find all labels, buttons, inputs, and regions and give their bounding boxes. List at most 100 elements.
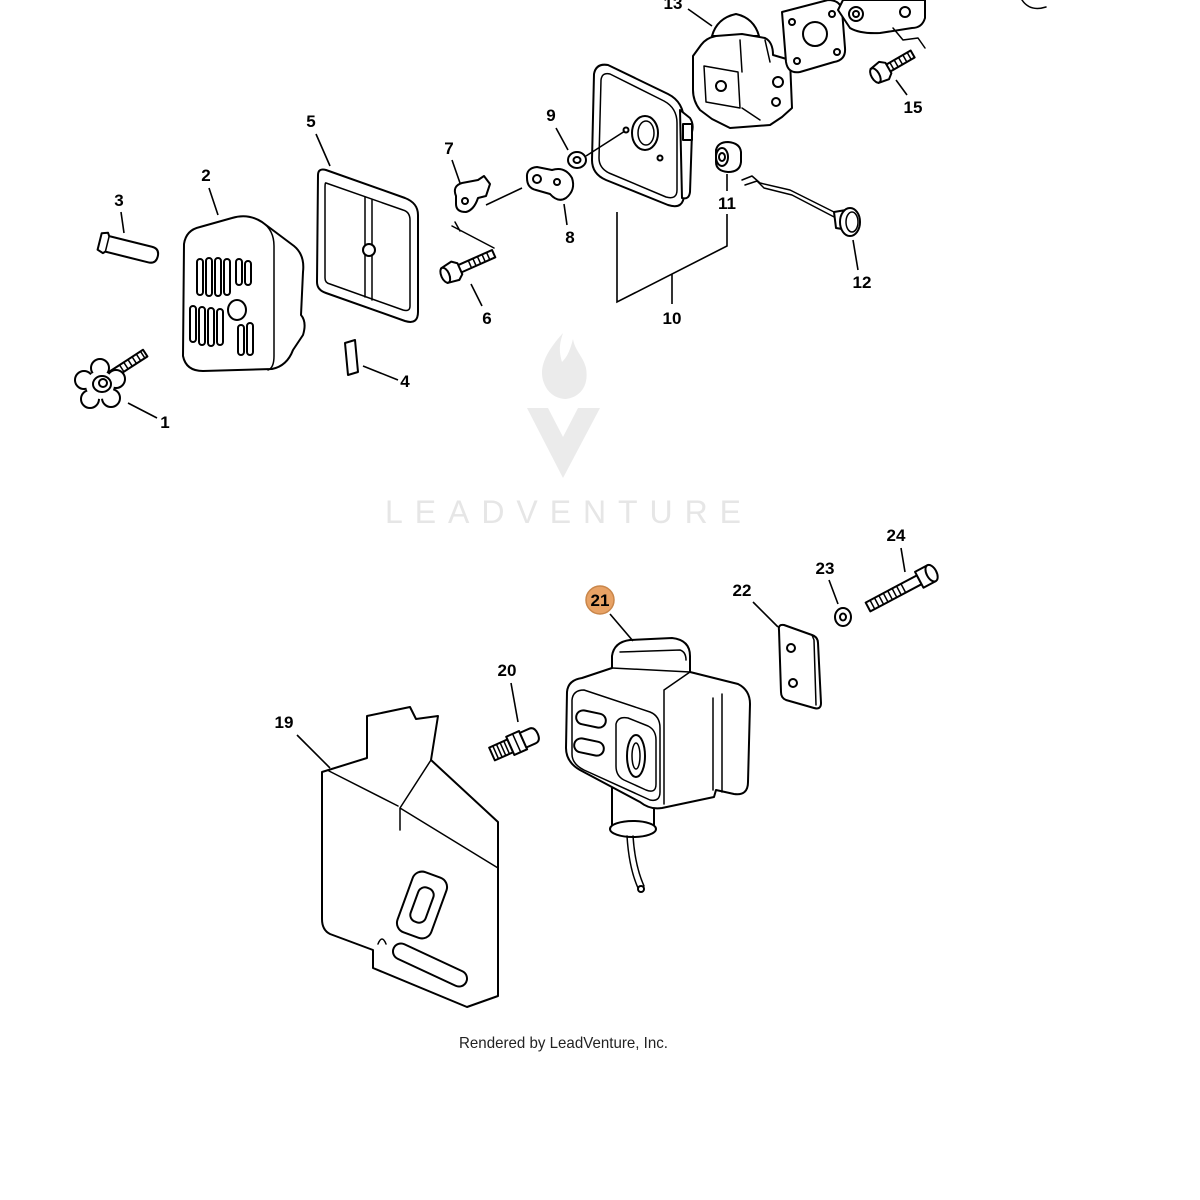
callout-2-label[interactable]: 2 — [201, 166, 210, 185]
leader-15 — [895, 79, 908, 96]
part-2-slot — [216, 308, 224, 346]
part-11-hole — [718, 152, 726, 162]
top-manifold — [837, 0, 1047, 49]
callout-15[interactable]: 15 — [895, 79, 923, 117]
callout-7[interactable]: 7 — [444, 139, 461, 184]
callout-19[interactable]: 19 — [275, 713, 331, 769]
callout-6[interactable]: 6 — [470, 283, 492, 328]
callout-8[interactable]: 8 — [563, 203, 575, 247]
leader-6 — [470, 283, 483, 307]
callout-15-label[interactable]: 15 — [904, 98, 923, 117]
top-manifold-port-inner — [852, 10, 860, 18]
callout-20[interactable]: 20 — [498, 661, 519, 723]
part-19-notch — [377, 938, 387, 945]
top-manifold-spring — [892, 27, 926, 49]
part-10-clip — [682, 123, 693, 141]
leader-23 — [828, 579, 839, 605]
part-20-hex-edge — [511, 733, 522, 753]
callouts: 1 2 3 4 5 6 7 8 — [114, 0, 923, 769]
part-19-slot-outline — [391, 942, 469, 988]
callout-9-label[interactable]: 9 — [546, 106, 555, 125]
callout-7-label[interactable]: 7 — [444, 139, 453, 158]
leader-7 — [451, 159, 461, 184]
part-20-thread-lines — [492, 740, 511, 760]
callout-9[interactable]: 9 — [546, 106, 569, 151]
watermark-flame-icon — [542, 333, 587, 399]
callout-5-label[interactable]: 5 — [306, 112, 315, 131]
callout-11[interactable]: 11 — [718, 174, 736, 213]
part-24-threads — [869, 583, 907, 610]
callout-8-label[interactable]: 8 — [565, 228, 574, 247]
top-gasket — [781, 0, 847, 74]
part-7-hole — [461, 197, 469, 205]
callout-1[interactable]: 1 — [127, 402, 170, 432]
callout-3[interactable]: 3 — [114, 191, 125, 234]
part-21-exhaust-port-inner — [631, 742, 641, 770]
part-6-shaft — [456, 249, 497, 274]
callout-4[interactable]: 4 — [362, 365, 410, 391]
part-24-head-face — [924, 563, 939, 583]
leader-22 — [752, 601, 779, 628]
part-21-face — [571, 689, 661, 802]
part-8-hole-b — [553, 178, 561, 186]
part-22-edge — [811, 634, 817, 706]
callout-10[interactable]: 10 — [663, 309, 682, 328]
watermark: LEADVENTURE — [385, 333, 741, 530]
part-2-slot — [244, 260, 252, 286]
callout-6-label[interactable]: 6 — [482, 309, 491, 328]
callout-13-label[interactable]: 13 — [664, 0, 683, 13]
part-9-washer — [567, 151, 587, 169]
callout-21[interactable]: 21 — [585, 585, 634, 642]
callout-4-label[interactable]: 4 — [400, 372, 410, 391]
callout-23[interactable]: 23 — [816, 559, 839, 605]
leader-10-bracket — [616, 212, 728, 304]
part-1-knob — [74, 348, 149, 409]
callout-1-label[interactable]: 1 — [160, 413, 169, 432]
top-gasket-bolt-hole-d — [793, 57, 801, 65]
callout-23-label[interactable]: 23 — [816, 559, 835, 578]
part-23-hole — [839, 612, 847, 622]
part-6-threads — [467, 251, 491, 269]
part-21-body — [565, 637, 751, 810]
part-13-carburetor — [692, 13, 793, 129]
top-gasket-bolt-hole-b — [828, 10, 836, 18]
callout-20-label[interactable]: 20 — [498, 661, 517, 680]
part-2-vents — [189, 257, 254, 356]
callout-22-label[interactable]: 22 — [733, 581, 752, 600]
callout-12-label[interactable]: 12 — [853, 273, 872, 292]
part-9-hole — [572, 156, 582, 164]
part-21-muffler — [565, 637, 751, 893]
callout-24-label[interactable]: 24 — [887, 526, 906, 545]
part-6-bolt — [439, 249, 497, 284]
part-11-grommet — [715, 141, 742, 173]
leader-2 — [208, 187, 219, 216]
part-12-choke-rod — [741, 175, 861, 237]
callout-24[interactable]: 24 — [887, 526, 906, 573]
callout-10-label[interactable]: 10 — [663, 309, 682, 328]
leader-20 — [510, 682, 519, 723]
assembly-line-9-10 — [585, 130, 626, 157]
callout-5[interactable]: 5 — [306, 112, 331, 167]
part-21-port-plate — [615, 716, 657, 792]
part-2-slot — [223, 258, 231, 296]
part-15-threads — [889, 51, 912, 71]
callout-2[interactable]: 2 — [201, 166, 219, 216]
part-21-exhaust-port — [626, 734, 646, 778]
callout-22[interactable]: 22 — [733, 581, 779, 628]
part-24-bolt — [864, 563, 939, 613]
part-12-knob — [839, 207, 861, 237]
part-12-knob-face — [845, 211, 859, 233]
callout-19-label[interactable]: 19 — [275, 713, 294, 732]
part-20-cap — [518, 727, 540, 749]
part-2-slot — [237, 324, 245, 356]
callout-21-highlight[interactable] — [585, 585, 615, 615]
callout-11-label[interactable]: 11 — [718, 194, 736, 213]
callout-12[interactable]: 12 — [852, 239, 872, 292]
watermark-text: LEADVENTURE — [385, 494, 741, 530]
callout-3-label[interactable]: 3 — [114, 191, 123, 210]
assembly-line-7-8 — [485, 187, 523, 206]
top-gasket-bolt-hole-a — [788, 18, 796, 26]
callout-21-label[interactable]: 21 — [591, 591, 610, 610]
callout-13[interactable]: 13 — [664, 0, 713, 27]
top-manifold-boss — [899, 6, 911, 18]
